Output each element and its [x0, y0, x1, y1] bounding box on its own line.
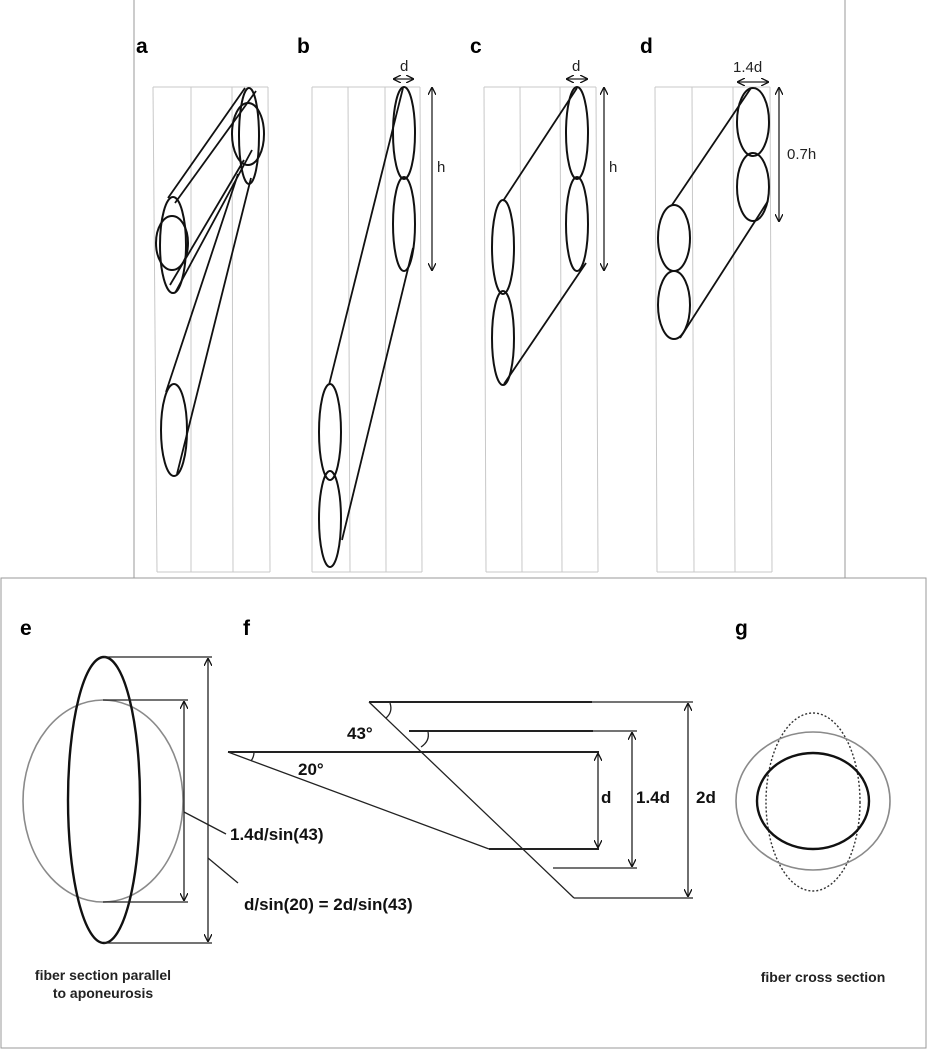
- panel-f: f 20° 43° d 1.4d 2d: [227, 617, 716, 899]
- panel-f-dim-d: d: [601, 788, 611, 807]
- panel-f-lines: [227, 701, 693, 899]
- panel-a-fibers: [155, 87, 265, 477]
- panel-f-angle-small: 20°: [298, 760, 324, 779]
- panel-c: c d h: [470, 35, 617, 573]
- panel-d-width-label: 1.4d: [733, 59, 762, 76]
- panel-g: g fiber cross section: [735, 617, 891, 985]
- panel-b-fibers: [318, 86, 416, 568]
- panel-b-width-label: d: [400, 58, 408, 75]
- bottom-frame: [0, 577, 927, 1049]
- panel-g-gray-ellipse: [735, 731, 891, 871]
- panel-c-height-label: h: [609, 159, 617, 176]
- panel-d: d 1.4d 0.7h: [640, 35, 816, 573]
- panel-a: a: [136, 35, 271, 573]
- panel-c-fibers: [491, 86, 589, 386]
- panel-b-height-label: h: [437, 159, 445, 176]
- panel-e-dimensions: [103, 656, 239, 944]
- panel-c-columns: [483, 86, 599, 573]
- panel-d-columns: [654, 86, 773, 573]
- panel-e: e 1.4d/sin(43) d/sin(20) = 2d/sin(43) fi…: [20, 617, 413, 1001]
- panel-e-dim-inner: 1.4d/sin(43): [230, 825, 324, 844]
- panel-e-label: e: [20, 617, 32, 640]
- panel-c-label: c: [470, 35, 482, 58]
- panel-a-label: a: [136, 35, 148, 58]
- panel-f-angle-large: 43°: [347, 724, 373, 743]
- panel-b-columns: [311, 86, 423, 573]
- panel-a-columns: [152, 86, 271, 573]
- top-frame: [133, 0, 846, 578]
- panel-b-dimensions: d h: [394, 58, 445, 270]
- panel-f-label: f: [243, 617, 251, 640]
- panel-b-label: b: [297, 35, 310, 58]
- panel-d-height-label: 0.7h: [787, 146, 816, 163]
- panel-g-caption: fiber cross section: [761, 969, 886, 985]
- panel-f-dim-2d: 2d: [696, 788, 716, 807]
- panel-d-dimensions: 1.4d 0.7h: [733, 59, 816, 221]
- panel-f-dim-14d: 1.4d: [636, 788, 670, 807]
- panel-e-dim-outer: d/sin(20) = 2d/sin(43): [244, 895, 413, 914]
- panel-e-gray-ellipse: [22, 699, 184, 903]
- panel-g-black-ellipse: [755, 751, 871, 851]
- panel-c-dimensions: d h: [567, 58, 617, 270]
- panel-e-caption-line2: to aponeurosis: [53, 985, 154, 1001]
- panel-e-caption-line1: fiber section parallel: [35, 967, 171, 983]
- panel-g-dotted-ellipse: [765, 712, 861, 892]
- panel-c-width-label: d: [572, 58, 580, 75]
- panel-b: b d h: [297, 35, 445, 573]
- panel-d-fibers: [657, 87, 770, 340]
- panel-d-label: d: [640, 35, 653, 58]
- panel-g-label: g: [735, 617, 748, 640]
